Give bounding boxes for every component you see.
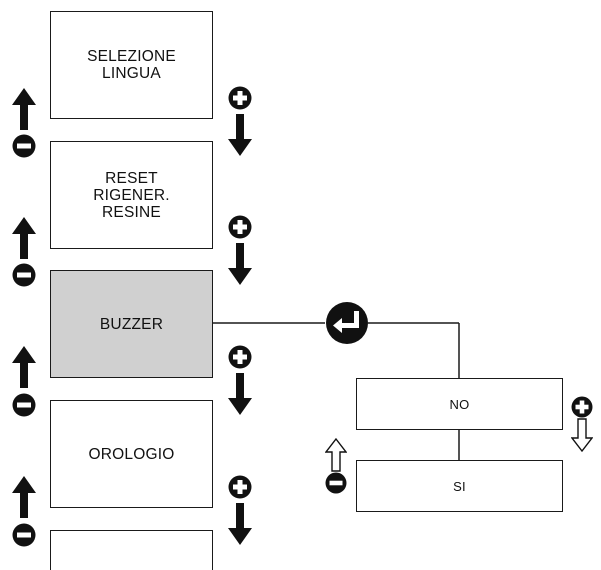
arrow-up-icon [12, 88, 36, 130]
submenu-option-no[interactable]: NO [356, 378, 563, 430]
arrow-up-icon [12, 476, 36, 518]
plus-button-icon[interactable] [228, 475, 252, 499]
menu-item-orologio[interactable]: OROLOGIO [50, 400, 213, 508]
submenu-option-si[interactable]: SI [356, 460, 563, 512]
minus-button-icon[interactable] [12, 523, 36, 547]
submenu-option-label: NO [449, 396, 470, 412]
menu-item-line: OROLOGIO [88, 445, 175, 463]
plus-button-icon[interactable] [228, 215, 252, 239]
arrow-down-icon [228, 114, 252, 156]
arrow-up-icon [12, 346, 36, 388]
menu-item-line: RIGENER. [93, 186, 170, 204]
arrow-down-icon [228, 373, 252, 415]
menu-item-line: LINGUA [102, 65, 161, 82]
plus-button-icon[interactable] [571, 396, 593, 418]
outline-arrow-down-icon [571, 418, 593, 452]
enter-button-icon[interactable] [325, 301, 369, 345]
minus-button-icon[interactable] [12, 263, 36, 287]
outline-arrow-up-icon [325, 438, 347, 472]
menu-item-reset-rigener-resine[interactable]: RESET RIGENER. RESINE [50, 141, 213, 249]
arrow-down-icon [228, 503, 252, 545]
minus-button-icon[interactable] [325, 472, 347, 494]
menu-item-line: BUZZER [99, 315, 164, 333]
arrow-down-icon [228, 243, 252, 285]
plus-button-icon[interactable] [228, 86, 252, 110]
menu-item-line: SELEZIONE [87, 48, 176, 65]
menu-item-line: RESINE [102, 203, 161, 221]
minus-button-icon[interactable] [12, 134, 36, 158]
submenu-option-label: SI [453, 478, 466, 494]
minus-button-icon[interactable] [12, 393, 36, 417]
menu-item-selezione-lingua[interactable]: SELEZIONE LINGUA [50, 11, 213, 119]
plus-button-icon[interactable] [228, 345, 252, 369]
menu-item-buzzer[interactable]: BUZZER [50, 270, 213, 378]
arrow-up-icon [12, 217, 36, 259]
menu-item-line: RESET [105, 169, 158, 187]
menu-item-next[interactable] [50, 530, 213, 570]
